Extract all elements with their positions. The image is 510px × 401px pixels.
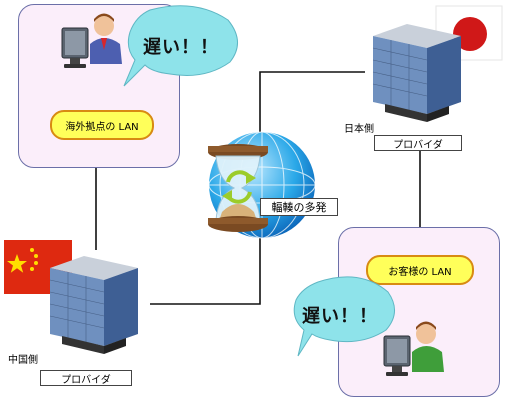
line-center-to-japan (259, 71, 365, 145)
line-china-to-center (150, 235, 261, 305)
overseas-lan-pill: 海外拠点の LAN (50, 110, 154, 140)
customer-lan-pill: お客様の LAN (366, 255, 474, 285)
customer-bubble-text: 遅い！！ (302, 306, 378, 327)
china-provider-label: プロバイダ (40, 370, 132, 386)
overseas-bubble-text: 遅い！！ (143, 37, 219, 58)
japan-provider-label: プロバイダ (374, 135, 462, 151)
china-side-label: 中国側 (8, 355, 38, 366)
japan-side-label: 日本側 (344, 124, 374, 135)
congestion-label: 輻輳の多発 (260, 198, 338, 216)
